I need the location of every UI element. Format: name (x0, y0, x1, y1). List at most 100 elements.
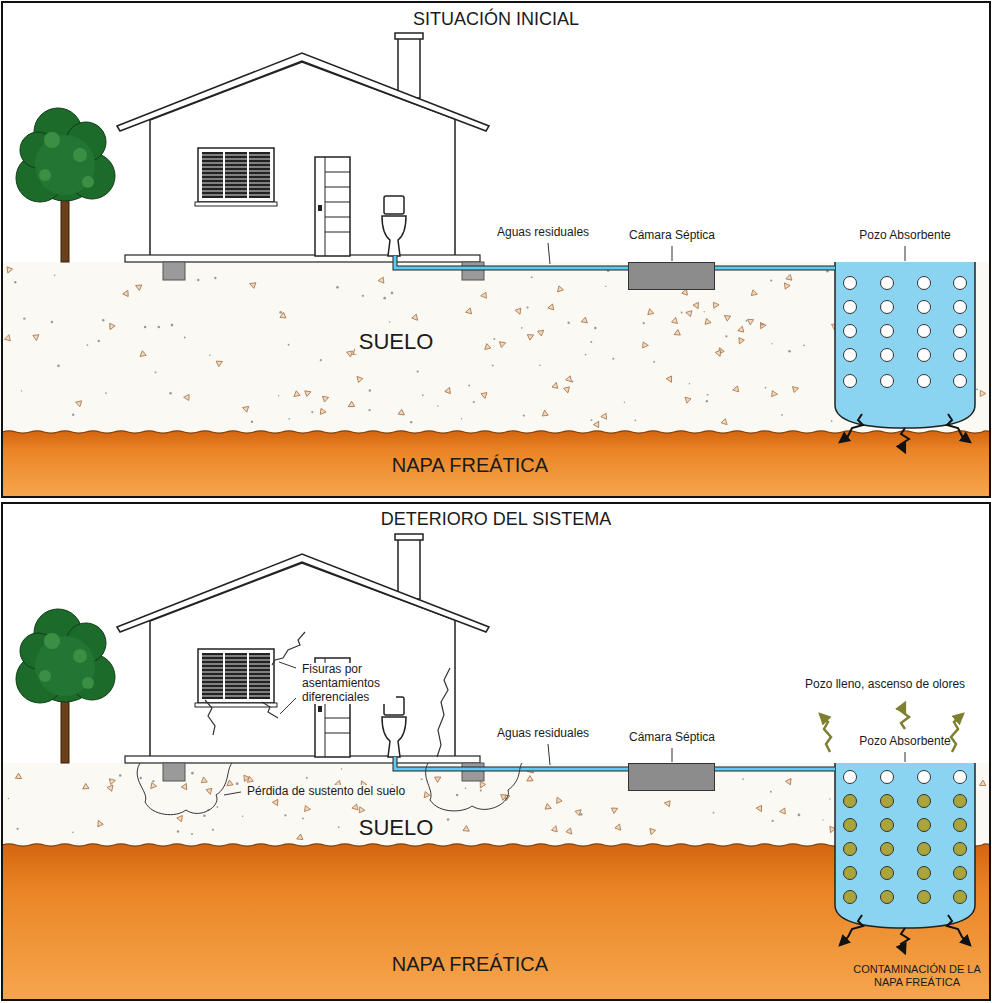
soil-grain (5, 334, 12, 341)
soil-grain (732, 386, 739, 393)
soil-grain (788, 350, 791, 353)
soil-grain (779, 808, 785, 815)
soil-grain (134, 283, 141, 291)
soil-grain (555, 286, 563, 294)
water-table: NAPA FREÁTICA (3, 846, 989, 999)
soil-grain (410, 421, 412, 423)
soil-grain (21, 390, 22, 391)
soil-grain (5, 267, 13, 274)
soil-grain (756, 805, 764, 813)
well-hole (954, 325, 967, 338)
layer-name: NAPA FREÁTICA (392, 454, 548, 477)
scene-panel: SITUACIÓN INICIALSUELOCámara SépticaPozo… (1, 1, 991, 498)
soil-grain (8, 798, 9, 799)
soil-grain (705, 318, 712, 325)
soil-grain (278, 395, 279, 396)
soil-grain (351, 804, 358, 811)
soil-grain (523, 415, 525, 417)
soil-grain (564, 387, 571, 394)
well-hole (881, 375, 894, 388)
well-hole (954, 795, 967, 808)
soil-grain (782, 281, 790, 289)
soil-grain (611, 806, 619, 814)
panel-title: DETERIORO DEL SISTEMA (381, 509, 611, 530)
soil-grain (554, 796, 562, 804)
soil-grain (483, 344, 491, 352)
well-hole (844, 867, 857, 880)
soil-grain (785, 274, 792, 281)
odor-arrows (820, 703, 963, 752)
soil-grain (580, 813, 583, 816)
well-hole (918, 277, 931, 290)
soil-grain (246, 776, 253, 783)
soil-grain (580, 317, 587, 324)
soil-grain (201, 777, 208, 783)
crack-lines (262, 702, 278, 718)
soil-grain (336, 286, 339, 289)
soil-grain (493, 338, 495, 340)
soil-grain (203, 814, 206, 817)
soil-grain (169, 392, 171, 394)
soil-grain (383, 297, 386, 300)
well-hole (954, 891, 967, 904)
soil-grain (119, 774, 122, 777)
soil-grain (184, 337, 186, 339)
soil-grain (72, 414, 74, 416)
soil-grain (389, 321, 391, 323)
pipe-connector (715, 268, 835, 269)
absorbent-well (835, 763, 975, 928)
soil-grain (542, 410, 549, 416)
well-hole (881, 819, 894, 832)
soil-grain (288, 418, 290, 420)
well-hole (954, 771, 967, 784)
well-hole (918, 843, 931, 856)
soil-grain (284, 814, 286, 816)
layer-name: SUELO (355, 815, 438, 840)
soil-grain (292, 391, 300, 399)
soil-grain (105, 392, 107, 394)
leader-lines (672, 246, 673, 261)
soil-grain (33, 335, 40, 341)
well-hole (844, 819, 857, 832)
soil-grain (416, 370, 418, 372)
leader-lines (672, 748, 673, 762)
soil-grain (152, 780, 154, 782)
soil-layer: SUELO (3, 262, 989, 430)
soil-grain (673, 330, 680, 338)
soil-grain (465, 787, 467, 789)
soil-grain (664, 800, 670, 807)
scene-panel: DETERIORO DEL SISTEMASUELOCámara Séptica… (1, 502, 991, 1001)
soil-grain (593, 420, 601, 428)
soil-grain (492, 365, 494, 367)
soil-grain (725, 335, 727, 337)
soil-grain (16, 828, 18, 830)
well-hole (844, 843, 857, 856)
seepage-arrows (901, 928, 909, 953)
soil-grain (391, 292, 394, 295)
soil-grain (478, 782, 486, 790)
soil-grain (214, 277, 216, 279)
soil-grain (445, 386, 453, 393)
well-hole (881, 277, 894, 290)
soil-grain (742, 778, 744, 780)
absorbent-well: Pozo Absorbente (835, 763, 975, 928)
soil-grain (770, 791, 772, 793)
soil-grain (527, 332, 535, 340)
water-table-edge (2, 431, 990, 433)
soil-grain (624, 401, 625, 402)
soil-grain (723, 313, 731, 321)
soil-layer: SUELO (3, 763, 989, 843)
soil-grain (473, 401, 475, 403)
soil-grain (683, 395, 691, 403)
soil-grain (447, 818, 450, 821)
soil-grain (279, 311, 282, 314)
soil-grain (181, 782, 189, 790)
seepage-arrows (901, 428, 909, 452)
soil-grain (706, 400, 708, 402)
soil-grain (183, 394, 189, 400)
soil-grain (109, 777, 116, 784)
well-hole (918, 867, 931, 880)
leader-lines (224, 792, 241, 795)
part-name: Pozo Absorbente (859, 229, 950, 243)
